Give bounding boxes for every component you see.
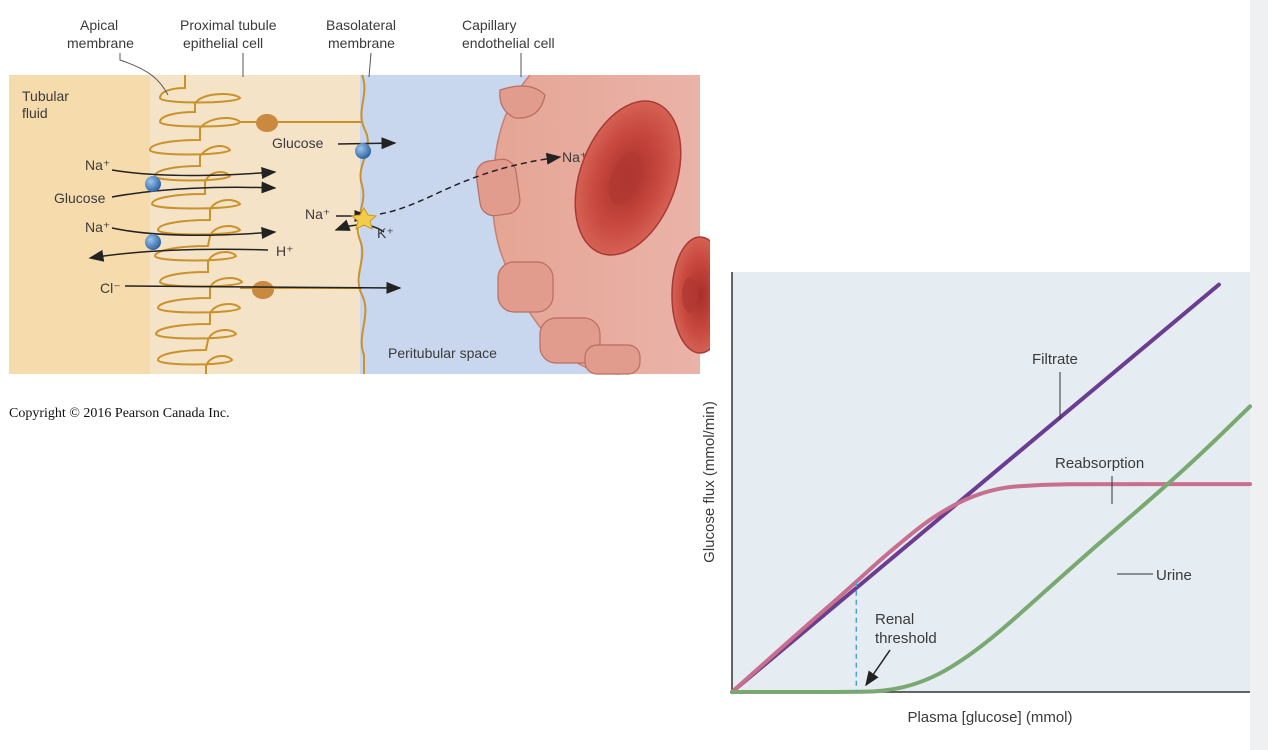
chloride-channel <box>252 281 274 299</box>
tubular-fluid-label-1: Tubular <box>22 88 69 104</box>
apical-label-2: membrane <box>67 35 134 51</box>
series-label-urine: Urine <box>1156 567 1192 584</box>
series-label-filtrate: Filtrate <box>1032 351 1078 368</box>
copyright-notice: Copyright © 2016 Pearson Canada Inc. <box>9 406 230 421</box>
na-label-1: Na⁺ <box>85 157 110 173</box>
proximal-tubule-diagram: Apical membrane Proximal tubule epitheli… <box>9 17 710 375</box>
apical-label-1: Apical <box>80 17 118 33</box>
tight-junction-channel <box>256 114 278 132</box>
peritubular-space-label: Peritubular space <box>388 345 497 361</box>
glucose-label-basolateral: Glucose <box>272 135 324 151</box>
glucose-handling-chart: Filtrate Reabsorption Urine Renal thresh… <box>701 272 1252 726</box>
glucose-transporter <box>355 143 371 159</box>
renal-threshold-arrow <box>865 649 891 687</box>
tubular-fluid-region <box>9 75 159 374</box>
series-line-urine <box>730 404 1252 694</box>
capillary-label-2: endothelial cell <box>462 35 555 51</box>
y-axis-title: Glucose flux (mmol/min) <box>701 401 718 563</box>
series-label-reabsorption: Reabsorption <box>1055 455 1144 472</box>
basolateral-label-2: membrane <box>328 35 395 51</box>
na-capillary-label: Na⁺ <box>562 149 587 165</box>
tubular-fluid-label-2: fluid <box>22 105 48 121</box>
capillary-label-1: Capillary <box>462 17 516 33</box>
basolateral-label-1: Basolateral <box>326 17 396 33</box>
glucose-label-apical: Glucose <box>54 190 106 206</box>
renal-threshold-label-2: threshold <box>875 630 937 647</box>
k-plus-label: K⁺ <box>377 225 394 241</box>
series-line-reabsorption <box>730 482 1252 694</box>
sodium-hydrogen-exchanger <box>145 234 161 250</box>
sodium-glucose-cotransporter <box>145 176 161 192</box>
x-axis-title: Plasma [glucose] (mmol) <box>907 709 1072 726</box>
cl-minus-label: Cl⁻ <box>100 280 121 296</box>
h-plus-label: H⁺ <box>276 243 294 259</box>
na-pump-label: Na⁺ <box>305 206 330 222</box>
renal-threshold-label-1: Renal <box>875 611 914 628</box>
slide-edge-bar <box>1250 0 1268 750</box>
proximal-label-1: Proximal tubule <box>180 17 277 33</box>
na-label-2: Na⁺ <box>85 219 110 235</box>
proximal-label-2: epithelial cell <box>183 35 263 51</box>
sodium-potassium-pump <box>350 206 378 230</box>
